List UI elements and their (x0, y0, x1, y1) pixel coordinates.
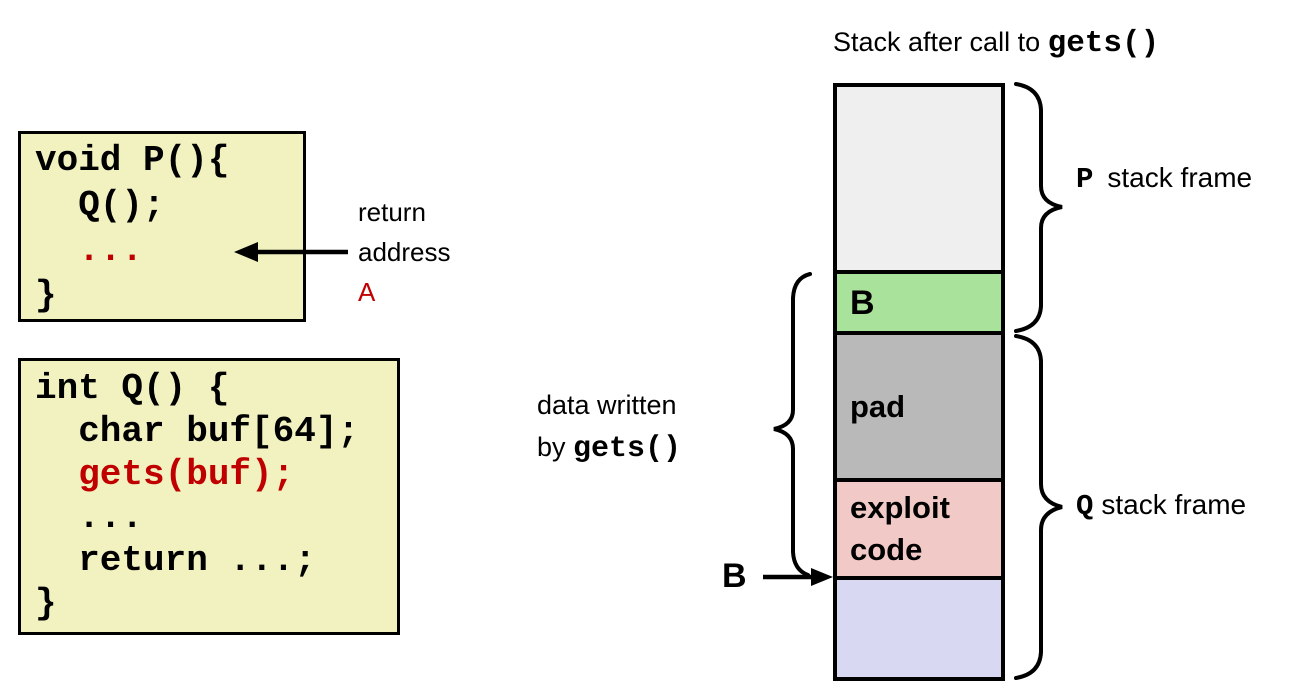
stack-cell-exploit-code: exploit code (833, 478, 1005, 580)
data-written-by-text: by (537, 432, 574, 462)
code-line: char buf[64]; (35, 411, 360, 452)
code-line: void P(){ (35, 140, 230, 181)
return-address-line1: return (358, 197, 426, 227)
code-line: return ...; (35, 540, 316, 581)
data-written-annotation: data written by gets() (537, 384, 681, 470)
stack-cell-pad: pad (833, 331, 1005, 482)
stack-title: Stack after call to gets() (833, 26, 1159, 61)
data-written-line2: by gets() (537, 426, 681, 470)
code-line: } (35, 583, 57, 624)
code-line: } (35, 275, 57, 316)
overwritten-return-address-label: B (850, 283, 875, 322)
exploit-code-label-line1: exploit (850, 490, 950, 525)
code-line: int Q() { (35, 368, 230, 409)
stack-title-code: gets() (1047, 26, 1160, 61)
b-pointer-label: B (722, 557, 747, 595)
q-function-name: Q (1076, 490, 1094, 523)
return-address-value: A (358, 277, 376, 307)
q-frame-text: stack frame (1101, 489, 1247, 520)
exploit-code-label-line2: code (850, 532, 923, 567)
data-written-gets-code: gets() (573, 432, 682, 466)
data-written-line1: data written (537, 390, 677, 420)
stack-cell-p-frame-top (833, 83, 1005, 274)
p-stack-frame-label: P stack frame (1076, 162, 1252, 196)
pad-label: pad (850, 388, 906, 424)
p-frame-text: stack frame (1107, 162, 1253, 193)
p-function-name: P (1076, 163, 1094, 196)
stack-cell-return-address: B (833, 270, 1005, 335)
code-line: ... (35, 497, 144, 538)
code-box-q: int Q() { char buf[64]; gets(buf); ... r… (18, 358, 400, 635)
stack-title-text: Stack after call to (833, 27, 1048, 57)
data-written-brace (773, 272, 812, 577)
return-address-line2: address (358, 237, 451, 267)
return-address-annotation: return address A (358, 192, 451, 312)
code-line-ellipsis: ... (35, 230, 144, 271)
q-stack-frame-label: Q stack frame (1076, 489, 1246, 523)
stack-cell-buffer (833, 576, 1005, 681)
code-box-p: void P(){ Q(); ... } (18, 131, 306, 322)
code-line-gets-call: gets(buf); (35, 454, 295, 495)
code-line: Q(); (35, 185, 165, 226)
b-pointer-arrowhead (811, 568, 833, 586)
q-stack-frame-brace (1014, 334, 1063, 680)
p-stack-frame-brace (1014, 82, 1063, 333)
